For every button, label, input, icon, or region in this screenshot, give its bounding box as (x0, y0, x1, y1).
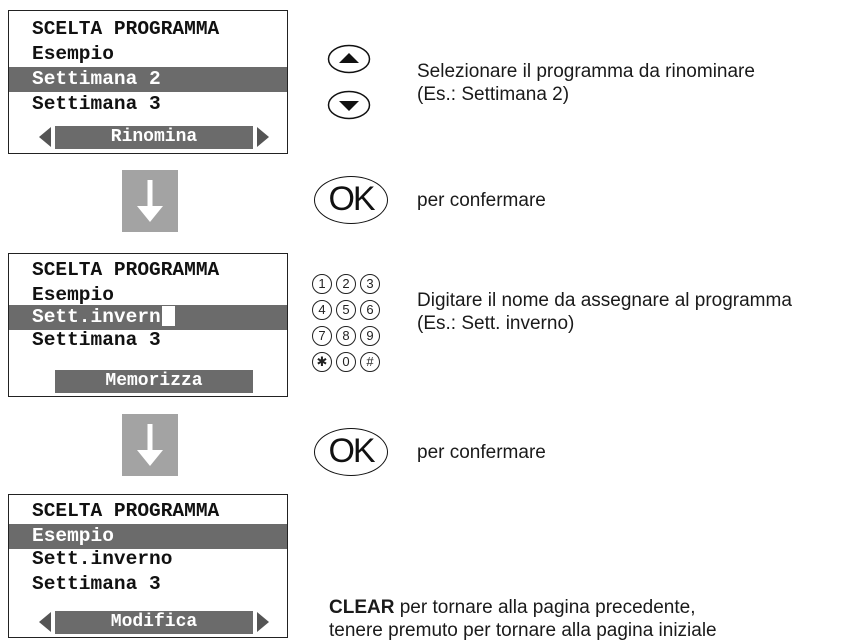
select-instruction: Selezionare il programma da rinominare (… (417, 60, 755, 106)
program-item-settimana-3[interactable]: Settimana 3 (32, 573, 161, 595)
text-cursor (161, 306, 175, 326)
down-arrow-icon[interactable] (327, 90, 371, 120)
program-item-esempio[interactable]: Esempio (32, 284, 114, 306)
type-name-instruction-line2: (Es.: Sett. inverno) (417, 313, 575, 334)
key-0[interactable]: 0 (336, 352, 356, 372)
save-softkey[interactable]: Memorizza (55, 370, 253, 393)
rename-softkey[interactable]: Rinomina (55, 126, 253, 149)
up-arrow-icon[interactable] (327, 44, 371, 74)
scroll-left-icon[interactable] (39, 127, 51, 147)
clear-instruction-line2: tenere premuto per tornare alla pagina i… (329, 620, 717, 641)
clear-instruction-text: per tornare alla pagina precedente, (394, 597, 696, 618)
ok-button[interactable]: OK (314, 176, 388, 224)
key-5[interactable]: 5 (336, 300, 356, 320)
clear-instruction: CLEAR per tornare alla pagina precedente… (329, 596, 717, 642)
flow-arrow-icon (122, 414, 178, 476)
lcd-title: SCELTA PROGRAMMA (32, 500, 220, 522)
ok-button[interactable]: OK (314, 428, 388, 476)
lcd-screen-edit-name: SCELTA PROGRAMMA Esempio Sett.invern Set… (8, 253, 288, 397)
lcd-title: SCELTA PROGRAMMA (32, 18, 220, 40)
scroll-right-icon[interactable] (257, 612, 269, 632)
select-instruction-line1: Selezionare il programma da rinominare (417, 61, 755, 82)
key-2[interactable]: 2 (336, 274, 356, 294)
key-1[interactable]: 1 (312, 274, 332, 294)
confirm-instruction: per confermare (417, 442, 546, 463)
lcd-screen-rename: SCELTA PROGRAMMA Esempio Settimana 2 Set… (8, 10, 288, 154)
key-7[interactable]: 7 (312, 326, 332, 346)
program-name-text: Sett.invern (32, 306, 161, 328)
key-9[interactable]: 9 (360, 326, 380, 346)
scroll-right-icon[interactable] (257, 127, 269, 147)
key-hash[interactable]: # (360, 352, 380, 372)
program-item-settimana-3[interactable]: Settimana 3 (32, 329, 161, 351)
key-3[interactable]: 3 (360, 274, 380, 294)
lcd-screen-result: SCELTA PROGRAMMA Esempio Sett.inverno Se… (8, 494, 288, 638)
confirm-instruction: per confermare (417, 190, 546, 211)
program-name-edit-field[interactable]: Sett.invern (9, 305, 287, 330)
type-name-instruction: Digitare il nome da assegnare al program… (417, 289, 792, 335)
lcd-title: SCELTA PROGRAMMA (32, 259, 220, 281)
program-item-sett-inverno[interactable]: Sett.inverno (32, 548, 173, 570)
scroll-left-icon[interactable] (39, 612, 51, 632)
type-name-instruction-line1: Digitare il nome da assegnare al program… (417, 290, 792, 311)
key-6[interactable]: 6 (360, 300, 380, 320)
flow-arrow-icon (122, 170, 178, 232)
select-instruction-line2: (Es.: Settimana 2) (417, 84, 570, 105)
modify-softkey[interactable]: Modifica (55, 611, 253, 634)
clear-instruction-line1: CLEAR per tornare alla pagina precedente… (329, 596, 717, 619)
clear-key-label: CLEAR (329, 597, 395, 618)
key-8[interactable]: 8 (336, 326, 356, 346)
program-item-esempio-selected[interactable]: Esempio (9, 524, 287, 549)
key-star[interactable]: ✱ (312, 352, 332, 372)
key-4[interactable]: 4 (312, 300, 332, 320)
program-item-settimana-3[interactable]: Settimana 3 (32, 93, 161, 115)
program-item-settimana-2-selected[interactable]: Settimana 2 (9, 67, 287, 92)
program-item-esempio[interactable]: Esempio (32, 43, 114, 65)
